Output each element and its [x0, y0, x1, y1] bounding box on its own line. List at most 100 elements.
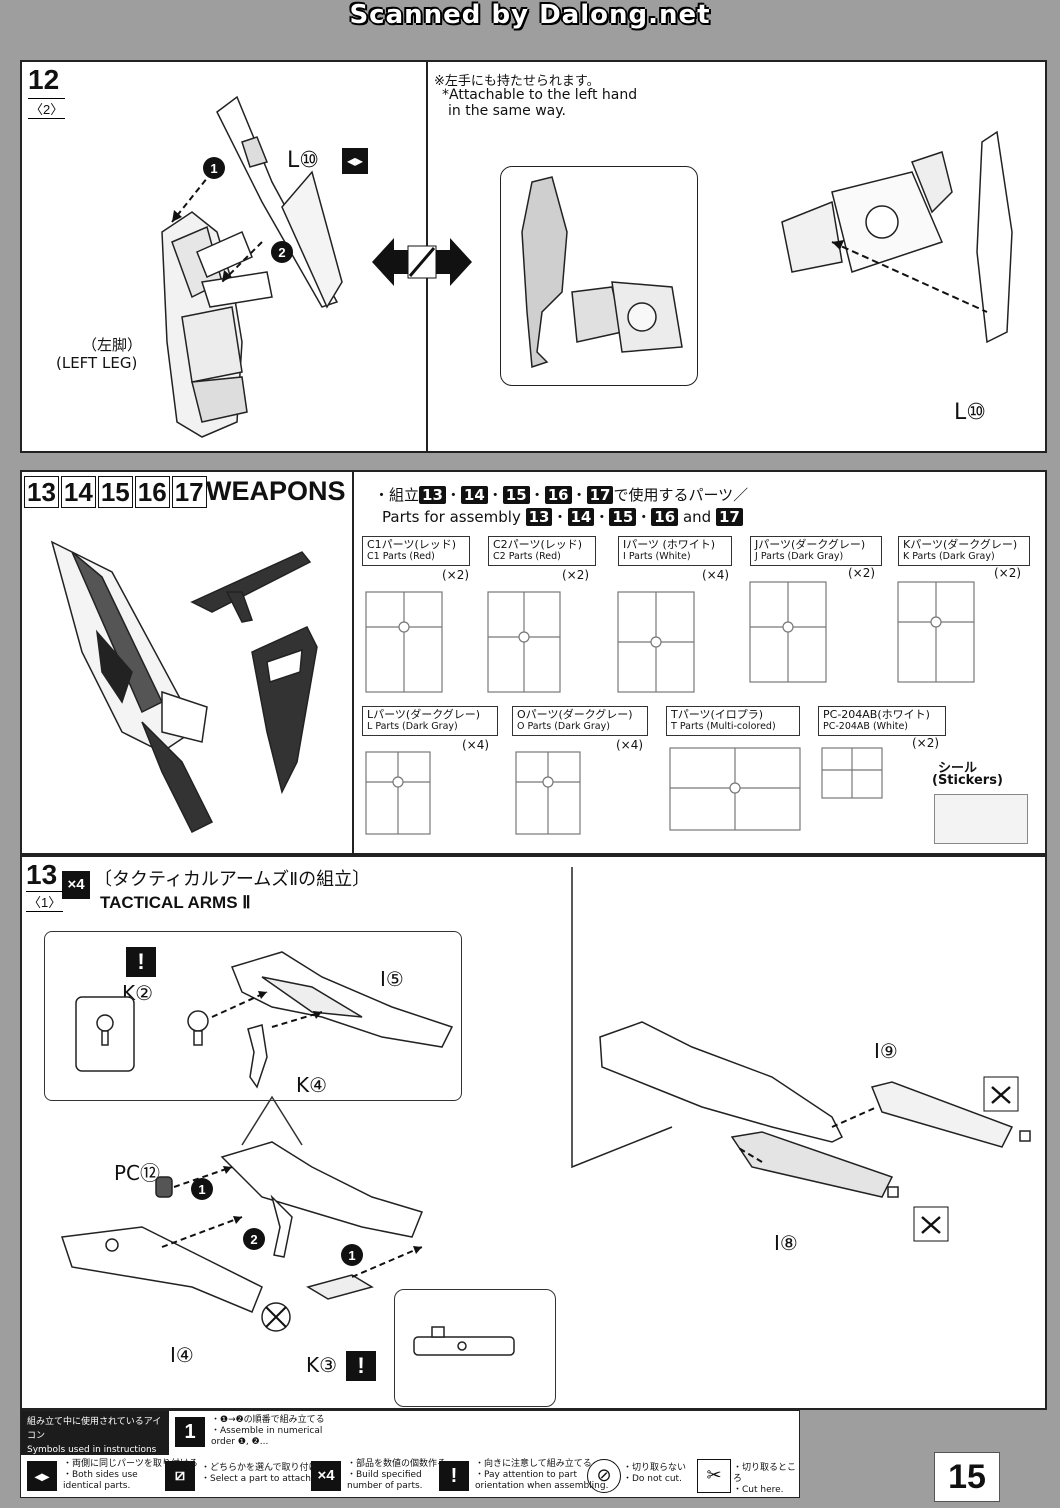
- weapons-title: WEAPONS: [206, 476, 346, 506]
- ref-17-en: 17: [715, 508, 743, 526]
- runner-i-qty: (×4): [702, 568, 730, 582]
- frame-top-illustration: [75, 951, 454, 1089]
- legend-select-part-jp: ・どちらかを選んで取り付ける: [201, 1463, 327, 1473]
- runner-label-c2: C2パーツ(レッド)C2 Parts (Red): [488, 536, 596, 566]
- runner-i-en: I Parts (White): [623, 551, 691, 562]
- legend-order: ・❶→❷の順番で組み立てる ・Assemble in numerical ord…: [211, 1415, 325, 1448]
- runner-l-en: L Parts (Dark Gray): [367, 721, 458, 732]
- sticker-label-en: (Stickers): [932, 773, 1003, 788]
- left-leg-label-jp: （左脚）: [82, 336, 143, 354]
- legend-heading-en: Symbols used in instructions: [27, 1445, 157, 1455]
- runner-t-en: T Parts (Multi-colored): [671, 721, 776, 732]
- attention-icon-k3: !: [346, 1351, 376, 1381]
- runner-label-pc: PC-204AB(ホワイト)PC-204AB (White): [818, 706, 946, 736]
- detail-box-bottom: [394, 1289, 556, 1407]
- attention-legend-icon: !: [439, 1461, 469, 1491]
- runner-label-l: Lパーツ(ダークグレー)L Parts (Dark Gray): [362, 706, 498, 736]
- order-badge-2: 2: [250, 1232, 257, 1247]
- runner-c2-en: C2 Parts (Red): [493, 551, 561, 562]
- runner-label-o: Oパーツ(ダークグレー)O Parts (Dark Gray): [512, 706, 648, 736]
- both-sides-icon: ◂▸: [342, 148, 368, 174]
- substep-number: 〈1〉: [26, 891, 64, 912]
- parts-used-en: Parts for assembly 13・14・15・16 and 17: [382, 506, 743, 527]
- note-en-2: in the same way.: [448, 103, 566, 119]
- ref-13: 13: [419, 486, 446, 504]
- legend-both-sides-en2: identical parts.: [63, 1481, 131, 1491]
- right-frame-divider: [571, 867, 673, 1169]
- sep-3: ・: [529, 486, 545, 504]
- runner-o-qty: (×4): [616, 738, 644, 752]
- sticker-label-jp: シール: [938, 761, 978, 776]
- legend-do-not-cut: ・切り取らない ・Do not cut.: [623, 1463, 686, 1485]
- order-icon: 1: [175, 1417, 205, 1447]
- ref-15-en: 15: [609, 508, 637, 526]
- legend-build-number: ・部品を数値の個数作る ・Build specified number of p…: [347, 1459, 446, 1492]
- runner-c1-en: C1 Parts (Red): [367, 551, 435, 562]
- sep-5: ・: [552, 508, 568, 526]
- runner-c2-jp: C2パーツ(レッド): [493, 538, 583, 551]
- legend-orientation-en1: ・Pay attention to part: [475, 1470, 577, 1480]
- legend-order-en1: ・Assemble in numerical: [211, 1426, 323, 1436]
- ref-16-en: 16: [651, 508, 679, 526]
- runner-label-c1: C1パーツ(レッド)C1 Parts (Red): [362, 536, 470, 566]
- legend-orientation-en2: orientation when assembling.: [475, 1481, 609, 1491]
- runner-j-qty: (×2): [848, 566, 876, 580]
- runner-pc-qty: (×2): [912, 736, 940, 750]
- step-number: 12: [28, 64, 60, 95]
- legend-both-sides-en1: ・Both sides use: [63, 1470, 138, 1480]
- runner-l-jp: Lパーツ(ダークグレー): [367, 708, 481, 721]
- step-13-number: 13: [24, 476, 59, 508]
- label-i8: I⑧: [774, 1231, 798, 1255]
- legend-cut-here-en1: ・Cut here.: [733, 1485, 784, 1495]
- step-17-number: 17: [171, 476, 207, 508]
- note-jp: ※左手にも持たせられます。: [434, 74, 600, 89]
- parts-used-jp-prefix: ・組立: [374, 486, 420, 504]
- left-leg-illustration: 1 2: [161, 95, 343, 438]
- legend-do-not-cut-jp: ・切り取らない: [623, 1463, 687, 1473]
- runner-k-qty: (×2): [994, 566, 1022, 580]
- substep-number: 〈2〉: [28, 98, 66, 119]
- legend-select-part-en1: ・Select a part to attach.: [201, 1474, 314, 1484]
- select-part-arrow: [372, 238, 472, 286]
- legend-select-part: ・どちらかを選んで取り付ける ・Select a part to attach.: [201, 1463, 327, 1485]
- parts-used-jp-suffix: で使用するパーツ／: [613, 486, 749, 504]
- runner-sketches-row-2: [365, 747, 883, 835]
- legend: 組み立て中に使用されているアイコン Symbols used in instru…: [20, 1410, 800, 1498]
- runner-t-jp: Tパーツ(イロプラ): [671, 708, 764, 721]
- runner-c1-qty: (×2): [442, 568, 470, 582]
- runner-label-k: Kパーツ(ダークグレー)K Parts (Dark Gray): [898, 536, 1030, 566]
- title-jp: 〔タクティカルアームズⅡの組立〕: [94, 869, 371, 890]
- title-en: TACTICAL ARMS Ⅱ: [100, 893, 251, 912]
- legend-orientation-jp: ・向きに注意して組み立てる: [475, 1459, 592, 1469]
- step-15-number: 15: [97, 476, 133, 508]
- ref-16: 16: [544, 486, 572, 504]
- frame-side-illustration: [599, 1021, 1031, 1242]
- runner-label-j: Jパーツ(ダークグレー)J Parts (Dark Gray): [750, 536, 882, 566]
- ref-15: 15: [502, 486, 530, 504]
- label-k3: K③: [306, 1353, 338, 1377]
- runner-label-i: Iパーツ (ホワイト)I Parts (White): [618, 536, 732, 566]
- arm-and-knife-illustration: [781, 130, 1013, 344]
- runner-l-qty: (×4): [462, 738, 490, 752]
- legend-orientation: ・向きに注意して組み立てる ・Pay attention to part ori…: [475, 1459, 608, 1492]
- legend-both-sides-jp: ・両側に同じパーツを取り付ける: [63, 1459, 198, 1469]
- step-number: 13: [26, 859, 58, 890]
- both-sides-legend-icon: ◂▸: [27, 1461, 57, 1491]
- weapons-divider: [352, 472, 354, 853]
- legend-order-en2: order ❶, ❷...: [211, 1437, 269, 1447]
- weapons-illustration: [50, 540, 318, 834]
- detail-box-top: [44, 931, 462, 1101]
- label-pc12: PC⑫: [114, 1161, 161, 1185]
- runner-pc-jp: PC-204AB(ホワイト): [823, 708, 930, 721]
- substep-value: 2: [43, 102, 51, 117]
- attention-icon: !: [126, 947, 156, 977]
- runner-o-en: O Parts (Dark Gray): [517, 721, 610, 732]
- runner-k-jp: Kパーツ(ダークグレー): [903, 538, 1018, 551]
- note-en-1: *Attachable to the left hand: [442, 87, 638, 103]
- do-not-cut-icon: ⊘: [587, 1459, 621, 1493]
- order-badge-1: 1: [198, 1182, 205, 1197]
- substep-value: 1: [41, 895, 49, 910]
